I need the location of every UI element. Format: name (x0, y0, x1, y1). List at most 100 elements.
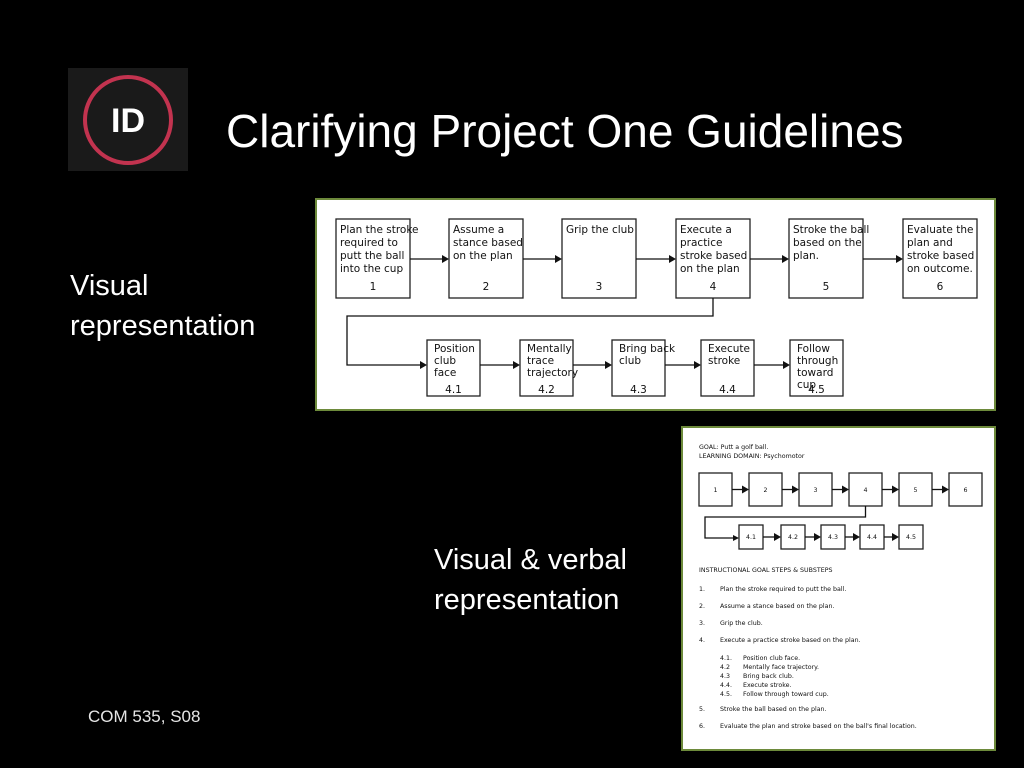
step-box-3-rect (561, 218, 637, 299)
substep-4.5-label: toward (797, 367, 833, 379)
mini-substep-box-4.3: 4.3 (820, 524, 846, 550)
substep-4.2-label: Mentally (527, 343, 572, 355)
substep-4.4-label: stroke (708, 355, 740, 367)
arrow-substep-4.2-head (605, 361, 612, 369)
substep-item-text: Position club face. (743, 655, 800, 662)
substep-item-number: 4.1. (720, 655, 732, 662)
mini-arrow-4.1-head (774, 533, 781, 541)
mini-connector (704, 506, 867, 539)
substep-4.2-number: 4.2 (538, 384, 555, 396)
step-2-number: 2 (483, 281, 490, 293)
substep-4.1-label: club (434, 355, 456, 367)
mini-step-5-number: 5 (913, 487, 917, 494)
step-item-number: 4. (699, 637, 705, 644)
step-2-label: on the plan (453, 250, 513, 262)
connector-step-4-substeps-head (420, 361, 427, 369)
mini-step-box-6-rect (948, 472, 983, 507)
mini-substep-box-4.1: 4.1 (738, 524, 764, 550)
mini-step-box-1: 1 (698, 472, 733, 507)
mini-step-box-3-rect (798, 472, 833, 507)
substep-box-4.1-rect (426, 339, 481, 397)
mini-step-2-number: 2 (763, 487, 767, 494)
mini-substep-4.4-number: 4.4 (867, 534, 877, 541)
substep-item-number: 4.5. (720, 691, 732, 698)
substep-4.5-number: 4.5 (808, 384, 825, 396)
substep-4.1-number: 4.1 (445, 384, 462, 396)
arrow-step-1-head (442, 255, 449, 263)
mini-substep-box-4.3-rect (820, 524, 846, 550)
mini-substep-4.2-number: 4.2 (788, 534, 798, 541)
substep-item-text: Execute stroke. (743, 682, 792, 689)
goal-text: GOAL: Putt a golf ball. (699, 444, 768, 451)
step-item-number: 3. (699, 620, 705, 627)
mini-substep-4.1-number: 4.1 (746, 534, 756, 541)
mini-substep-box-4.5-rect (898, 524, 924, 550)
substep-item-text: Bring back club. (743, 673, 794, 680)
step-1-label: into the cup (340, 263, 403, 275)
substep-box-4.5-rect (789, 339, 844, 397)
caption-visual: Visual representation (70, 270, 256, 342)
step-item-number: 2. (699, 603, 705, 610)
logo-text: ID (111, 102, 145, 140)
step-2-label: Assume a (453, 224, 504, 236)
mini-step-1-number: 1 (713, 487, 717, 494)
mini-substep-box-4.5: 4.5 (898, 524, 924, 550)
arrow-step-3-head (669, 255, 676, 263)
steps-list-heading: INSTRUCTIONAL GOAL STEPS & SUBSTEPS (699, 567, 832, 574)
substep-4.5-label: Follow (797, 343, 830, 355)
mini-step-box-2-rect (748, 472, 783, 507)
mini-arrow-1-head (742, 485, 749, 494)
substep-4.4-number: 4.4 (719, 384, 736, 396)
mini-arrow-4.2-head (814, 533, 821, 541)
substep-4.2-label: trace (527, 355, 554, 367)
mini-arrow-4-head (892, 485, 899, 494)
substep-box-4.2-rect (519, 339, 574, 397)
connector-step-4-substeps (346, 298, 714, 366)
step-box-6-rect (902, 218, 978, 299)
substep-4.2-label: trajectory (527, 367, 578, 379)
step-box-5-rect (788, 218, 864, 299)
substep-4.1-label: face (434, 367, 456, 379)
step-1-label: required to (340, 237, 398, 249)
footer-course: COM 535, S08 (88, 707, 201, 726)
step-5-number: 5 (823, 281, 830, 293)
arrow-substep-4.1-head (513, 361, 520, 369)
mini-substep-4.3-number: 4.3 (828, 534, 838, 541)
step-4-label: practice (680, 237, 722, 249)
step-item-text: Assume a stance based on the plan. (720, 603, 834, 610)
step-6-number: 6 (937, 281, 944, 293)
mini-step-box-3: 3 (798, 472, 833, 507)
substep-4.3-number: 4.3 (630, 384, 647, 396)
substep-item-text: Mentally face trajectory. (743, 664, 819, 671)
mini-step-box-4-rect (848, 472, 883, 507)
mini-step-3-number: 3 (813, 487, 817, 494)
mini-step-box-2: 2 (748, 472, 783, 507)
mini-substep-4.5-number: 4.5 (906, 534, 916, 541)
step-3-number: 3 (596, 281, 603, 293)
step-item-number: 5. (699, 706, 705, 713)
step-box-1-rect (335, 218, 411, 299)
step-6-label: plan and (907, 237, 953, 249)
step-item-text: Stroke the ball based on the plan. (720, 706, 827, 713)
step-item-text: Grip the club. (720, 620, 763, 627)
step-1-label: Plan the stroke (340, 224, 419, 236)
mini-step-box-5-rect (898, 472, 933, 507)
learning-domain-text: LEARNING DOMAIN: Psychomotor (699, 453, 805, 460)
slide-title: Clarifying Project One Guidelines (226, 105, 904, 157)
substep-4.4-label: Execute (708, 343, 750, 355)
substep-4.3-label: club (619, 355, 641, 367)
mini-arrow-4.3-head (853, 533, 860, 541)
step-6-label: on outcome. (907, 263, 973, 275)
step-5-label: Stroke the ball (793, 224, 869, 236)
step-4-number: 4 (710, 281, 717, 293)
mini-step-4-number: 4 (863, 487, 867, 494)
step-6-label: stroke based (907, 250, 974, 262)
